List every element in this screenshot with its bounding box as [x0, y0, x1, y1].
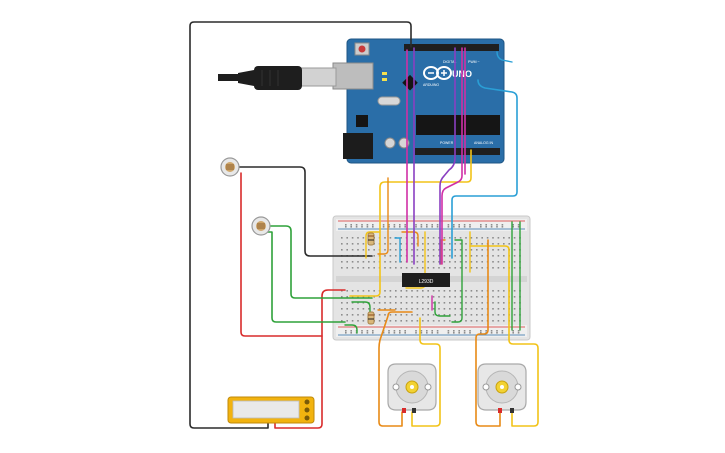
wire-black-ground[interactable] — [189, 21, 412, 429]
battery-pack[interactable] — [227, 396, 315, 424]
wire-green-jumper-3[interactable] — [434, 301, 451, 317]
usb-port — [332, 62, 374, 90]
motor-right-terminal-2 — [510, 408, 514, 413]
wire-blue-pin[interactable] — [496, 51, 513, 63]
motor-left-terminal-2 — [412, 408, 416, 413]
wire-orange-chip-1[interactable] — [440, 239, 446, 265]
wire-yellow-res[interactable] — [365, 231, 381, 259]
wire-yellow-power[interactable] — [349, 149, 472, 297]
driver-chip[interactable]: L293D — [402, 273, 450, 287]
wire-yellow-motor-right[interactable] — [469, 245, 539, 427]
battery-terminal-1 — [304, 399, 310, 405]
ldr-bottom[interactable] — [251, 216, 271, 236]
arduino-board[interactable]: UNO ARDUINO DIGITAL PWM ~ POWER ANALOG I… — [332, 38, 505, 164]
analog-label: ANALOG IN — [474, 141, 494, 145]
crystal — [377, 96, 401, 106]
led-rx — [382, 78, 387, 81]
reset-button-cap — [358, 45, 366, 53]
driver-chip-label: L293D — [419, 279, 434, 285]
usb-cable[interactable] — [218, 66, 337, 90]
ldr-top[interactable] — [220, 157, 240, 177]
wire-blue-signal[interactable] — [451, 79, 518, 259]
wire-orange-res[interactable] — [377, 177, 389, 255]
wire-orange-motor-left[interactable] — [378, 311, 413, 427]
wire-red-battery[interactable] — [240, 172, 323, 429]
wire-green-ldr[interactable] — [265, 225, 373, 299]
battery-terminal-3 — [304, 415, 310, 421]
wire-blue-chip[interactable] — [394, 237, 401, 263]
wires — [189, 21, 539, 429]
power-label: POWER — [440, 141, 454, 145]
wire-green-jumper-4[interactable] — [451, 239, 463, 323]
wire-magenta-1[interactable] — [441, 47, 463, 265]
power-jack — [343, 133, 373, 159]
wire-orange-motor-right[interactable] — [475, 239, 501, 427]
board-brand-label: ARDUINO — [423, 83, 439, 87]
pwm-label: PWM ~ — [468, 60, 480, 64]
motor-left-terminal-1 — [402, 408, 406, 413]
resistor-top[interactable] — [367, 232, 375, 246]
wire-green-jumper-2[interactable] — [351, 301, 371, 313]
motor-right[interactable] — [477, 363, 527, 413]
battery-terminal-2 — [304, 407, 310, 413]
wire-purple-2[interactable] — [439, 47, 456, 265]
arduino-logo — [423, 66, 452, 80]
digital-header — [404, 44, 499, 51]
led-tx — [382, 72, 387, 75]
wire-yellow-motor-left[interactable] — [411, 317, 441, 427]
resistor-bottom[interactable] — [367, 311, 375, 325]
digital-label: DIGITAL — [443, 60, 456, 64]
capacitor-1 — [384, 137, 396, 149]
wire-green-jumper-1[interactable] — [344, 324, 358, 334]
motor-left[interactable] — [387, 363, 437, 413]
power-analog-header — [415, 148, 500, 155]
wire-red-rail[interactable] — [321, 289, 346, 337]
voltage-regulator — [356, 115, 368, 127]
motor-right-terminal-1 — [498, 408, 502, 413]
microcontroller-chip — [416, 115, 500, 135]
wire-black-ldr[interactable] — [237, 166, 373, 257]
wire-green-ldr-2[interactable] — [261, 231, 346, 323]
